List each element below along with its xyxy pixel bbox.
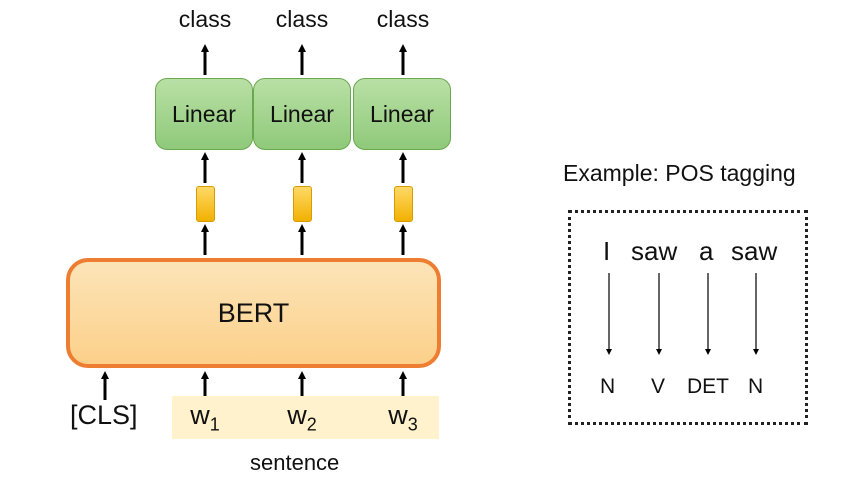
bert-label: BERT: [217, 297, 290, 328]
cls-token: [CLS]: [70, 400, 138, 430]
example-title: Example: POS tagging: [563, 160, 796, 186]
token-base: w: [287, 400, 307, 430]
token-base: w: [388, 400, 408, 430]
linear-label: Linear: [172, 100, 236, 127]
linear-layer-1: Linear: [155, 78, 253, 150]
embedding-vector-2: [293, 186, 312, 222]
pos-tag-2: V: [651, 375, 666, 398]
sentence-highlight: [172, 396, 439, 439]
pos-word-4: saw: [731, 236, 778, 266]
pos-tag-3: DET: [687, 375, 729, 398]
pos-tag-4: N: [748, 375, 764, 398]
pos-word-2: saw: [631, 236, 678, 266]
linear-label: Linear: [370, 100, 434, 127]
token-w3: w3: [373, 400, 433, 435]
token-w1: w1: [175, 400, 235, 435]
embedding-vector-1: [196, 186, 215, 222]
output-class-label-3: class: [376, 6, 430, 32]
pos-tag-1: N: [600, 375, 616, 398]
pos-example-box: [568, 210, 808, 425]
bert-encoder: BERT: [66, 258, 441, 368]
token-subscript: 1: [209, 414, 220, 435]
output-class-label-1: class: [178, 6, 232, 32]
linear-label: Linear: [270, 100, 334, 127]
token-base: w: [190, 400, 210, 430]
embedding-vector-3: [394, 186, 413, 222]
linear-layer-2: Linear: [253, 78, 351, 150]
pos-word-3: a: [699, 236, 714, 266]
output-class-label-2: class: [275, 6, 329, 32]
sentence-label: sentence: [250, 450, 340, 475]
pos-word-1: I: [603, 236, 611, 266]
token-subscript: 2: [306, 414, 317, 435]
token-w2: w2: [272, 400, 332, 435]
token-subscript: 3: [407, 414, 418, 435]
linear-layer-3: Linear: [353, 78, 451, 150]
